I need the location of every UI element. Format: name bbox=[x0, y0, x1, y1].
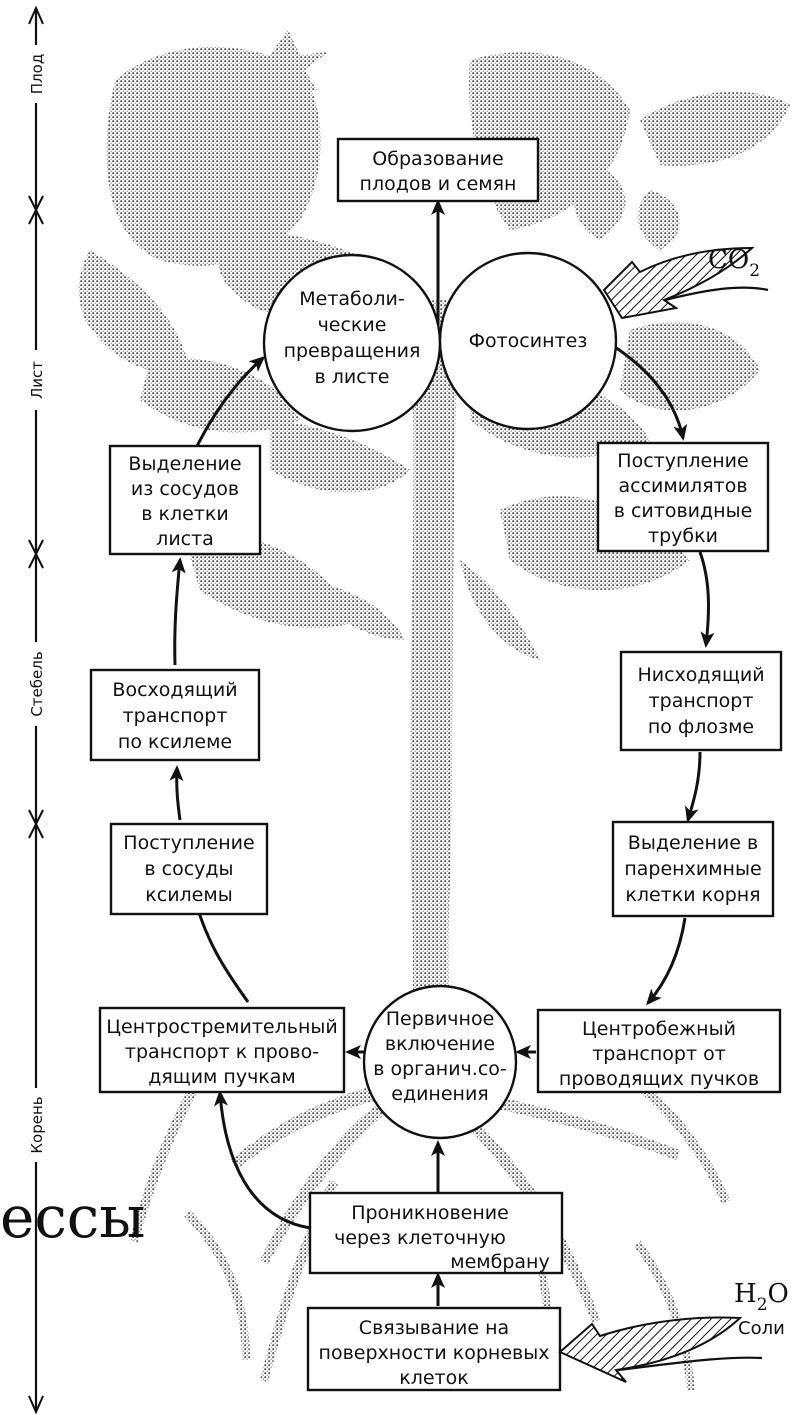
arrow-to-leaf-release bbox=[171, 557, 186, 666]
xylem-entry-line: в сосуды bbox=[144, 858, 233, 880]
centripetal-line: транспорт к прово- bbox=[125, 1041, 319, 1063]
arrow-photosynthesis-to-assimilates bbox=[611, 343, 688, 441]
root-release-line: Выделение в bbox=[628, 832, 758, 854]
root-release-line: паренхимные bbox=[624, 858, 761, 880]
centrifugal-line: Центробежный bbox=[582, 1018, 736, 1040]
leaf-release-line: листа bbox=[156, 528, 214, 550]
co2-label: CO2 bbox=[708, 245, 760, 281]
axis-bottom-arrow-icon bbox=[28, 1395, 44, 1415]
axis-label-root: Корень bbox=[28, 1096, 46, 1153]
root-release-line: клетки корня bbox=[625, 884, 760, 906]
water-salts-input: H2O Соли bbox=[558, 1279, 789, 1383]
node-photosynthesis: Фотосинтез bbox=[438, 251, 618, 431]
centrifugal-line: транспорт от bbox=[592, 1043, 726, 1065]
node-centrifugal-transport: Центробежный транспорт от проводящих пуч… bbox=[536, 1008, 782, 1094]
node-ascending-transport: Восходящий транспорт по ксилеме bbox=[89, 668, 261, 762]
leaf-release-line: из сосудов bbox=[131, 478, 239, 500]
primary-inclusion-line: включение bbox=[385, 1033, 495, 1055]
axis-divider-icon bbox=[28, 195, 44, 225]
assimilate-line: трубки bbox=[648, 525, 718, 547]
descending-line: транспорт bbox=[649, 690, 754, 712]
water-label: H2O bbox=[734, 1279, 789, 1315]
metabolic-line: ческие bbox=[318, 314, 387, 336]
fruit-line: Образование bbox=[372, 148, 503, 170]
arrow-to-root-parenchyma bbox=[685, 751, 702, 823]
descending-line: по флозме bbox=[648, 716, 754, 738]
centripetal-line: Центростремительный bbox=[106, 1016, 337, 1038]
node-fruit-seed-formation: Образование плодов и семян bbox=[336, 137, 540, 203]
co2-input: CO2 bbox=[602, 245, 769, 320]
ascending-line: Восходящий bbox=[112, 679, 237, 701]
node-membrane-penetration: Проникновение через клеточную мембрану bbox=[308, 1191, 564, 1275]
node-entry-to-xylem: Поступление в сосуды ксилемы bbox=[109, 822, 269, 916]
metabolic-line: превращения bbox=[284, 340, 421, 362]
primary-inclusion-line: в органич.со- bbox=[373, 1058, 507, 1080]
membrane-line: через клеточную bbox=[334, 1227, 506, 1249]
binding-line: поверхности корневых bbox=[319, 1342, 550, 1364]
axis-label-stem: Стебель bbox=[28, 651, 46, 716]
xylem-entry-line: ксилемы bbox=[145, 884, 232, 906]
arrow-to-centrifugal bbox=[646, 917, 687, 1006]
water-hatched-arrow-icon bbox=[558, 1316, 743, 1383]
ascending-line: по ксилеме bbox=[118, 731, 232, 753]
xylem-entry-line: Поступление bbox=[123, 832, 254, 854]
axis-label-leaf: Лист bbox=[28, 361, 46, 399]
node-release-to-leaf-cells: Выделение из сосудов в клетки листа bbox=[108, 444, 262, 556]
node-metabolic-transformations: Метаболи- ческие превращения в листе bbox=[262, 253, 442, 433]
axis-label-fruit: Плод bbox=[28, 54, 46, 94]
node-centripetal-transport: Центростремительный транспорт к прово- д… bbox=[98, 1006, 346, 1094]
node-root-surface-binding: Связывание на поверхности корневых клето… bbox=[306, 1306, 562, 1392]
axis-top-arrow-icon bbox=[28, 5, 44, 25]
metabolic-line: Метаболи- bbox=[299, 288, 404, 310]
overlay-fragment-text: ессы bbox=[0, 1183, 145, 1251]
assimilate-line: ассимилятов bbox=[618, 475, 747, 497]
membrane-line: Проникновение bbox=[351, 1202, 509, 1224]
primary-inclusion-line: Первичное bbox=[386, 1008, 495, 1030]
membrane-line: мембрану bbox=[450, 1251, 549, 1273]
axis-divider-icon bbox=[28, 809, 44, 839]
node-release-to-root-parenchyma: Выделение в паренхимные клетки корня bbox=[611, 820, 775, 918]
binding-line: клеток bbox=[399, 1367, 468, 1389]
node-assimilate-entry: Поступление ассимилятов в ситовидные тру… bbox=[596, 441, 770, 553]
descending-line: Нисходящий bbox=[637, 664, 764, 686]
leaf-release-line: в клетки bbox=[141, 503, 228, 525]
arrow-membrane-to-centripetal bbox=[213, 1090, 311, 1230]
ascending-line: транспорт bbox=[123, 705, 228, 727]
centripetal-line: дящим пучкам bbox=[148, 1066, 296, 1088]
assimilate-line: Поступление bbox=[617, 450, 748, 472]
metabolic-line: в листе bbox=[315, 366, 390, 388]
salts-label: Соли bbox=[738, 1318, 785, 1339]
organ-axis: Плод Лист Стебель Корень bbox=[26, 5, 46, 1415]
arrow-to-descending bbox=[698, 551, 715, 648]
arrow-to-ascending bbox=[169, 765, 184, 821]
primary-inclusion-line: единения bbox=[391, 1083, 489, 1105]
leaf-release-line: Выделение bbox=[128, 453, 241, 475]
co2-hatched-arrow-icon bbox=[602, 246, 755, 320]
centrifugal-line: проводящих пучков bbox=[559, 1068, 759, 1090]
photosynthesis-label: Фотосинтез bbox=[469, 330, 588, 352]
axis-divider-icon bbox=[28, 539, 44, 569]
flow-arrows bbox=[169, 199, 715, 1306]
binding-line: Связывание на bbox=[359, 1317, 509, 1339]
node-descending-transport: Нисходящий транспорт по флозме bbox=[619, 650, 783, 752]
assimilate-line: в ситовидные bbox=[614, 500, 753, 522]
arrow-to-metabolic bbox=[193, 356, 266, 451]
fruit-line: плодов и семян bbox=[360, 173, 517, 195]
node-primary-inclusion: Первичное включение в органич.со- единен… bbox=[362, 984, 518, 1140]
